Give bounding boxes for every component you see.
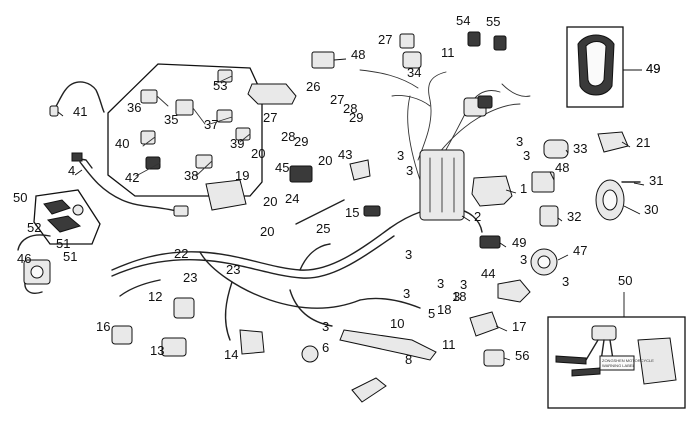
callout-43: 43 [338, 147, 352, 162]
callout-25: 25 [316, 221, 330, 236]
callout-26: 26 [306, 79, 320, 94]
callout-36: 36 [127, 100, 141, 115]
right-side-parts [349, 131, 641, 367]
sensor-cable-41 [49, 81, 105, 117]
callout-27: 27 [378, 32, 392, 47]
callout-27b: 27 [330, 92, 344, 107]
callout-20c: 20 [263, 194, 277, 209]
inset-box-49: 49 [566, 26, 660, 108]
callout-55: 55 [486, 14, 500, 29]
callout-5: 5 [428, 306, 435, 321]
callout-41: 41 [73, 104, 87, 119]
callout-3d: 3 [523, 148, 530, 163]
callout-35: 35 [164, 112, 178, 127]
callout-49: 49 [512, 235, 526, 250]
callout-14: 14 [224, 347, 238, 362]
callout-52: 52 [27, 220, 41, 235]
callout-54: 54 [456, 13, 470, 28]
callout-23: 23 [183, 270, 197, 285]
callout-10: 10 [390, 316, 404, 331]
relay-group-outline [107, 63, 263, 197]
callout-45: 45 [275, 160, 289, 175]
callout-49b: 49 [646, 61, 660, 76]
callout-46: 46 [17, 251, 31, 266]
callout-53: 53 [213, 78, 227, 93]
callout-3f: 3 [562, 274, 569, 289]
callout-38: 38 [184, 168, 198, 183]
callout-44: 44 [481, 266, 495, 281]
callout-3j: 3 [460, 277, 467, 292]
callout-40: 40 [115, 136, 129, 151]
callout-1: 1 [520, 181, 527, 196]
callout-50b: 50 [618, 273, 632, 288]
callout-32: 32 [567, 209, 581, 224]
ignition-switch-46 [17, 234, 51, 294]
main-wiring-harness [111, 69, 531, 341]
callout-20b: 20 [318, 153, 332, 168]
top-connectors [247, 31, 507, 117]
callout-29b: 29 [294, 134, 308, 149]
callout-28: 28 [343, 101, 357, 116]
callout-3i: 3 [437, 276, 444, 291]
callout-11b: 11 [442, 337, 456, 352]
callout-8: 8 [405, 352, 412, 367]
callout-22: 22 [174, 246, 188, 261]
callout-28b: 28 [281, 129, 295, 144]
inset-50-fine-print-1: ZONGSHEN MOTORCYCLE [602, 358, 654, 363]
callout-3e: 3 [520, 252, 527, 267]
callout-42: 42 [125, 170, 139, 185]
callout-34: 34 [407, 65, 421, 80]
callout-17: 17 [512, 319, 526, 334]
callout-2: 2 [474, 209, 481, 224]
callout-19: 19 [235, 168, 249, 183]
callout-23b: 23 [226, 262, 240, 277]
callout-3g: 3 [405, 247, 412, 262]
callout-13: 13 [150, 343, 164, 358]
callout-29: 29 [349, 110, 363, 125]
callout-11: 11 [441, 45, 455, 60]
callout-15: 15 [345, 205, 359, 220]
callout-50: 50 [13, 190, 27, 205]
callout-3: 3 [397, 148, 404, 163]
callout-6: 6 [322, 340, 329, 355]
key-set-50-left [33, 189, 101, 245]
callout-3b: 3 [406, 163, 413, 178]
inset-box-50: ZONGSHEN MOTORCYCLE WARNING LABEL [547, 292, 686, 409]
callout-12: 12 [148, 289, 162, 304]
callout-31: 31 [649, 173, 663, 188]
callout-51: 51 [56, 236, 70, 251]
callout-3l: 3 [453, 289, 460, 304]
callout-21: 21 [636, 135, 650, 150]
callout-18b: 18 [452, 289, 466, 304]
callout-24: 24 [285, 191, 299, 206]
callout-56: 56 [515, 348, 529, 363]
callout-3k: 3 [322, 319, 329, 334]
callout-27c: 27 [263, 110, 277, 125]
callout-48b: 48 [555, 160, 569, 175]
callout-39: 39 [230, 136, 244, 151]
inset-49-label: 49 [646, 61, 660, 76]
callout-3h: 3 [403, 286, 410, 301]
callout-51b: 51 [63, 249, 77, 264]
lower-left-parts [111, 165, 437, 403]
callout-48: 48 [351, 47, 365, 62]
callout-20: 20 [251, 146, 265, 161]
callout-37: 37 [204, 117, 218, 132]
callout-20d: 20 [260, 224, 274, 239]
inset-50-fine-print-2: WARNING LABEL [602, 363, 636, 368]
callout-47: 47 [573, 243, 587, 258]
callout-30: 30 [644, 202, 658, 217]
callout-18: 18 [437, 302, 451, 317]
leader-lines [57, 58, 645, 361]
callout-4: 4 [68, 163, 75, 178]
sub-harness-4 [71, 152, 189, 217]
callout-16: 16 [96, 319, 110, 334]
callout-3c: 3 [516, 134, 523, 149]
callout-33: 33 [573, 141, 587, 156]
